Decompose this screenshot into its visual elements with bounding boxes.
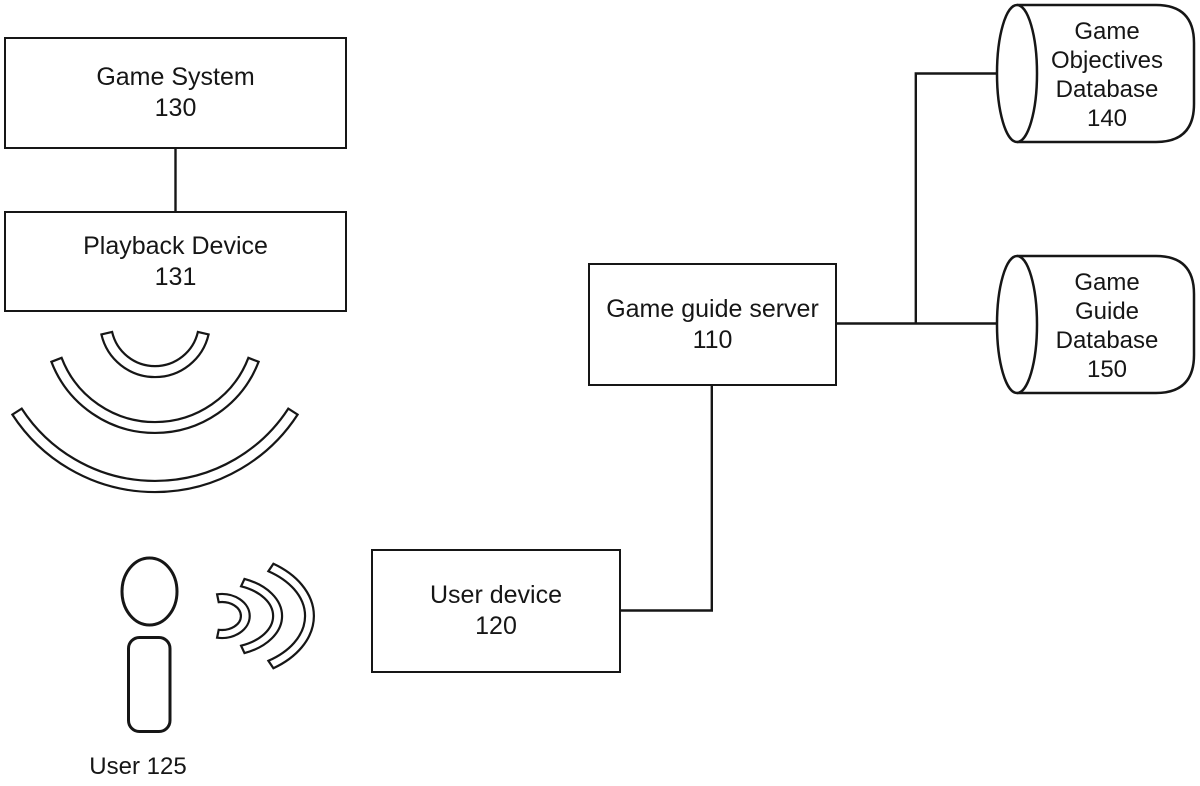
cylinder-left-cap <box>995 3 1039 144</box>
node-label: Game System <box>96 63 255 91</box>
voice-waves-icon <box>215 562 315 670</box>
person-head <box>120 556 179 627</box>
node-ref-number: 120 <box>475 612 517 640</box>
person-body <box>127 636 172 733</box>
node-ref-number: 110 <box>692 325 733 354</box>
sound-wave-small <box>100 330 210 379</box>
user-person-icon <box>120 556 179 733</box>
connector-junction-objectives-db <box>914 72 997 324</box>
cylinder-body <box>1017 3 1196 144</box>
node-user-device: User device 120 <box>371 549 621 673</box>
node-label: Playback Device <box>83 231 268 260</box>
node-ref-number: 131 <box>154 262 197 291</box>
voice-wave-small <box>215 592 251 640</box>
database-cylinder-guide <box>995 254 1196 395</box>
node-label: Game guide server <box>606 294 819 323</box>
cylinder-body <box>1017 254 1196 395</box>
node-ref-number: 140 <box>1086 105 1128 132</box>
node-game-guide-server: Game guide server 110 <box>588 263 837 386</box>
node-label: Game Guide Database <box>1055 269 1159 354</box>
node-game-system: Game System 130 <box>4 37 347 149</box>
database-cylinder-objectives <box>995 3 1196 144</box>
user-caption: User 125 <box>89 753 187 780</box>
label-game-guide-database: Game Guide Database 150 <box>1022 268 1192 384</box>
node-label: Game Objectives Database <box>1050 18 1164 103</box>
label-game-objectives-database: Game Objectives Database 140 <box>1022 17 1192 133</box>
connector-user-device-server <box>621 386 713 612</box>
node-label: User device <box>430 581 562 609</box>
node-playback-device: Playback Device 131 <box>4 211 347 312</box>
node-ref-number: 130 <box>154 94 197 122</box>
voice-wave-medium <box>239 577 284 655</box>
sound-wave-large <box>10 407 300 494</box>
cylinder-left-cap <box>995 254 1039 395</box>
voice-wave-large <box>266 562 315 670</box>
sound-wave-medium <box>49 356 261 434</box>
sound-waves-icon <box>10 330 300 494</box>
node-ref-number: 150 <box>1086 356 1128 383</box>
